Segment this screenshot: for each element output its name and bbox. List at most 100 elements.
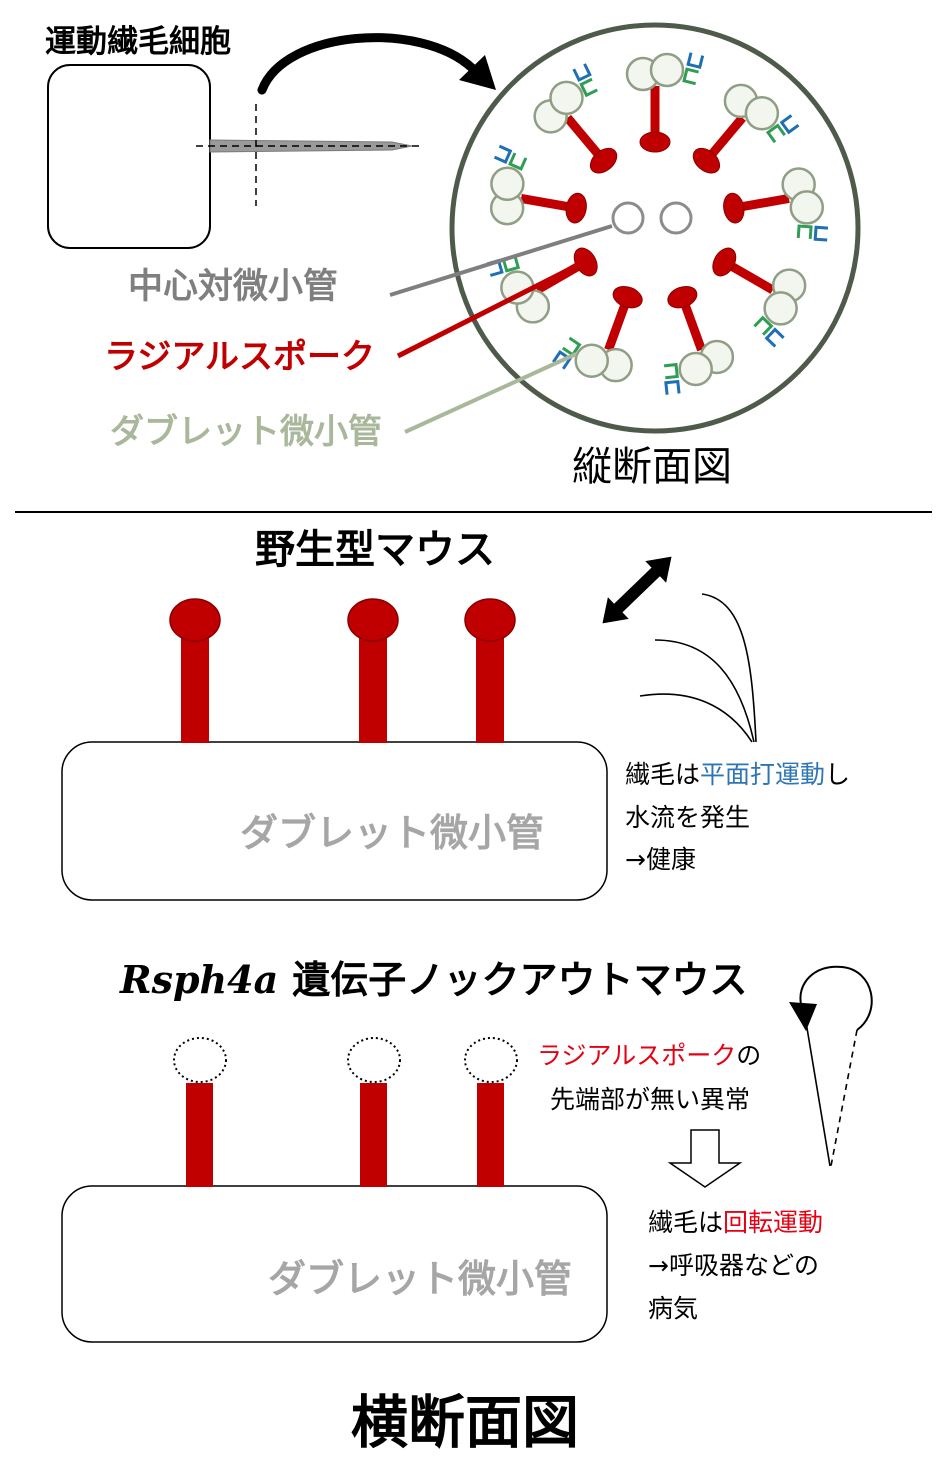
doublet-microtubule-box <box>61 1185 608 1343</box>
wild-type-note-line3: →健康 <box>625 845 696 874</box>
radial-spoke-pointer <box>396 261 582 359</box>
outer-dynein-arm <box>552 350 573 370</box>
radial-spoke-stem <box>360 1083 387 1187</box>
doublet-b-tubule <box>490 166 525 202</box>
defect-note-line2: 先端部が無い異常 <box>550 1085 750 1114</box>
doublet-box-label: ダブレット微小管 <box>268 1257 572 1301</box>
radial-spoke-head <box>464 598 516 642</box>
knockout-title: Rsph4a 遺伝子ノックアウトマウス <box>119 957 747 1002</box>
radial-spoke-head <box>667 285 698 309</box>
wild-type-note-line1: 繊毛は平面打運動し <box>625 760 850 789</box>
planar-motion-highlight: 平面打運動 <box>700 760 825 789</box>
inner-dynein-arm <box>796 224 813 239</box>
doublet-box-label: ダブレット微小管 <box>240 811 544 855</box>
planar-beating-double-arrow-icon <box>602 556 672 624</box>
radial-spoke-stem <box>604 301 630 352</box>
longitudinal-section-title: 縦断面図 <box>572 444 732 490</box>
radial-spoke-stem <box>520 193 572 212</box>
doublet-pointer <box>404 352 577 434</box>
radial-spoke-head <box>589 147 618 174</box>
wild-type-panel: 野生型マウス ダブレット微小管 繊毛は平面打運動し 水流を発生 →健康 <box>61 527 850 901</box>
radial-spoke-head <box>612 285 643 309</box>
knockout-title-text: 遺伝子ノックアウトマウス <box>292 958 747 1002</box>
wild-type-title: 野生型マウス <box>255 527 495 573</box>
missing-spoke-head <box>173 1037 227 1083</box>
double-arrow-shape <box>602 556 672 624</box>
doublet-microtubule-box <box>61 741 608 901</box>
rotational-beating-icon <box>789 965 873 1167</box>
doublet-label: ダブレット微小管 <box>110 412 382 452</box>
outer-dynein-arm <box>764 327 785 348</box>
radial-spoke-head <box>692 147 721 174</box>
doublet-b-tubule <box>744 96 780 131</box>
outer-dynein-arm <box>572 63 592 82</box>
defect-spoke-highlight: ラジアルスポーク <box>537 1041 736 1070</box>
inner-dynein-arm <box>682 67 699 86</box>
rotation-arrow-head <box>789 1002 817 1031</box>
outer-dynein-arm <box>779 114 800 135</box>
radial-spoke-stem <box>727 261 776 294</box>
knockout-note-line3: 病気 <box>648 1294 698 1323</box>
radial-spoke-head <box>169 598 221 642</box>
radial-spoke-stem <box>706 114 746 160</box>
outer-dynein-arm <box>813 225 829 242</box>
radial-spoke-stem <box>359 624 387 743</box>
radial-spoke-label: ラジアルスポーク <box>104 337 375 377</box>
cilium-stroke-curve <box>654 639 755 743</box>
note-prefix: 繊毛は <box>648 1208 723 1237</box>
doublet-b-tubule <box>789 190 825 225</box>
defect-note-line1: ラジアルスポークの <box>537 1041 761 1070</box>
knockout-panel: Rsph4a 遺伝子ノックアウトマウス ダブレット微小管 ラジアルスポークの 先端… <box>61 957 873 1343</box>
inner-dynein-arm <box>765 123 786 144</box>
axoneme-parts <box>486 52 829 395</box>
radial-spoke-stem <box>738 193 790 212</box>
doublet-b-tubule <box>678 351 713 387</box>
radial-spoke-head <box>639 131 671 153</box>
central-pair-microtubule-left <box>611 201 645 235</box>
inner-dynein-arm <box>561 336 582 357</box>
truncated-radial-spoke <box>173 1037 227 1187</box>
radial-spoke-stem <box>680 301 706 352</box>
inner-dynein-arm <box>508 152 528 171</box>
ciliated-cell-label: 運動繊毛細胞 <box>45 24 231 60</box>
rotation-loop <box>799 965 873 1031</box>
axoneme-cross-section <box>449 22 861 434</box>
missing-spoke-head <box>464 1037 518 1083</box>
hollow-down-arrow-icon <box>667 1129 743 1188</box>
defect-particle: の <box>736 1041 761 1070</box>
knockout-note-line1: 繊毛は回転運動 <box>648 1208 823 1237</box>
inner-dynein-arm <box>501 255 521 273</box>
doublet-b-tubule <box>574 343 609 378</box>
ciliated-cell <box>47 64 211 249</box>
knockout-note-line2: →呼吸器などの <box>648 1251 819 1280</box>
central-pair-label: 中心対微小管 <box>128 267 338 307</box>
radial-spoke-head <box>565 192 587 224</box>
gene-name: Rsph4a <box>119 957 278 1002</box>
radial-spoke-head <box>347 598 399 642</box>
radial-spoke <box>464 598 516 743</box>
cilium-stroke-curve <box>701 593 757 743</box>
rotational-motion-highlight: 回転運動 <box>723 1208 823 1237</box>
longitudinal-section: 運動繊毛細胞 中心対微小管 ラジアルスポーク ダブレット微小管 縦断面図 <box>45 22 861 490</box>
planar-beating-cilia-icon <box>639 593 757 743</box>
central-pair-pointer <box>389 224 613 297</box>
cilium-stroke-curve <box>639 693 753 743</box>
central-pair-microtubule-right <box>659 201 693 235</box>
doublet-b-tubule <box>649 52 685 88</box>
truncated-radial-spoke <box>464 1037 518 1187</box>
radial-spoke-stem <box>186 1083 213 1187</box>
truncated-radial-spoke <box>347 1037 401 1187</box>
radial-spoke-stem <box>564 114 604 160</box>
wild-type-note-line2: 水流を発生 <box>625 803 750 832</box>
outer-dynein-arm <box>493 144 513 164</box>
inner-dynein-arm <box>579 77 598 98</box>
cilium-dashed-line <box>830 1029 858 1167</box>
radial-spoke-stem <box>477 1083 504 1187</box>
zoom-arrow <box>257 33 477 95</box>
radial-spoke-stem <box>181 624 209 743</box>
inner-dynein-arm <box>753 315 774 336</box>
radial-spoke-stem <box>476 624 504 743</box>
radial-spoke <box>169 598 221 743</box>
cross-section-title: 横断面図 <box>351 1390 579 1456</box>
